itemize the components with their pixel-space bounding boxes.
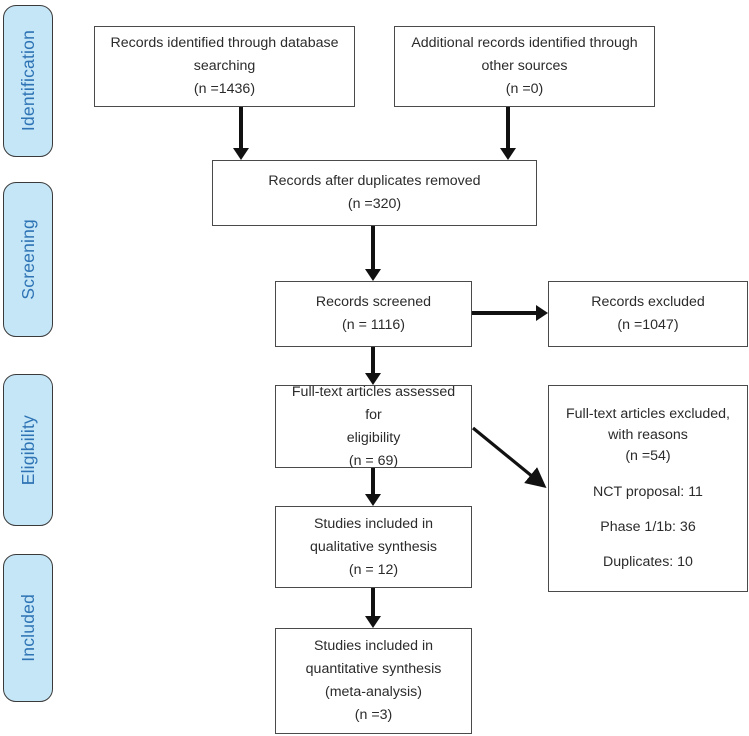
box-records-after-duplicates-removed: Records after duplicates removed (n =320… <box>212 160 537 226</box>
stage-label-screening: Screening <box>17 219 38 300</box>
arrowhead-down-icon <box>364 616 381 628</box>
arrowhead-down-icon <box>364 373 381 385</box>
box-line: Full-text articles excluded, <box>565 405 730 422</box>
connector-other-sources-to-dedup <box>506 107 510 152</box>
exclusion-reason: Duplicates: 10 <box>603 554 693 571</box>
box-count: (n =3) <box>354 707 393 723</box>
box-count: (n = 1116) <box>342 317 405 333</box>
box-line: Studies included in <box>313 515 434 532</box>
box-studies-quantitative-synthesis: Studies included in quantitative synthes… <box>275 628 472 734</box>
stage-label-eligibility: Eligibility <box>17 414 38 486</box>
box-count: (n =1436) <box>193 81 256 97</box>
connector-fulltext-to-qualitative <box>371 468 375 498</box>
box-fulltext-articles-assessed: Full-text articles assessed for eligibil… <box>275 384 472 469</box>
box-line: quantitative synthesis <box>305 661 442 677</box>
arrowhead-down-icon <box>499 148 516 160</box>
box-line: Records screened <box>315 294 432 310</box>
box-line: Records excluded <box>591 294 705 310</box>
box-count: (n =0) <box>505 81 544 97</box>
stage-label-identification: Identification <box>17 30 38 132</box>
box-line: Records after duplicates removed <box>268 173 481 189</box>
connector-screened-to-fulltext <box>371 347 375 377</box>
box-records-screened: Records screened (n = 1116) <box>275 281 472 347</box>
connector-database-to-dedup <box>239 107 243 152</box>
box-line: other sources <box>481 58 568 74</box>
box-count: (n = 69) <box>348 452 399 469</box>
stage-tab-screening: Screening <box>3 182 53 337</box>
connector-qualitative-to-quantitative <box>371 588 375 620</box>
arrowhead-right-icon <box>536 305 548 321</box>
box-additional-records-other-sources: Additional records identified through ot… <box>394 26 655 107</box>
box-line: qualitative synthesis <box>310 538 437 555</box>
box-count: (n =320) <box>347 196 402 212</box>
arrowhead-down-icon <box>364 269 381 281</box>
connector-fulltext-to-fulltext-excluded <box>471 426 547 489</box>
box-line: (meta-analysis) <box>325 684 422 700</box>
stage-tab-identification: Identification <box>3 5 53 157</box>
stage-label-included: Included <box>17 594 38 662</box>
box-line: searching <box>193 58 256 74</box>
arrowhead-down-icon <box>232 148 249 160</box>
box-line: Full-text articles assessed for <box>291 383 456 423</box>
box-line: Records identified through database <box>110 35 339 51</box>
box-count: (n = 12) <box>348 561 399 578</box>
box-studies-qualitative-synthesis: Studies included in qualitative synthesi… <box>275 506 472 588</box>
box-count: (n =1047) <box>617 317 679 333</box>
box-count: (n =54) <box>625 448 671 465</box>
box-line: eligibility <box>346 429 401 446</box>
stage-tab-eligibility: Eligibility <box>3 374 53 526</box>
box-line: Additional records identified through <box>411 35 638 51</box>
box-records-excluded: Records excluded (n =1047) <box>548 281 748 347</box>
connector-screened-to-excluded <box>472 311 538 315</box>
arrowhead-down-icon <box>364 494 381 506</box>
box-fulltext-articles-excluded: Full-text articles excluded, with reason… <box>548 385 748 592</box>
box-records-identified-database: Records identified through database sear… <box>94 26 355 107</box>
box-line: Studies included in <box>313 638 434 654</box>
connector-dedup-to-screened <box>371 226 375 273</box>
exclusion-reason: Phase 1/1b: 36 <box>600 518 696 535</box>
exclusion-reason: NCT proposal: 11 <box>593 483 703 500</box>
stage-tab-included: Included <box>3 554 53 702</box>
box-line: with reasons <box>608 426 688 443</box>
